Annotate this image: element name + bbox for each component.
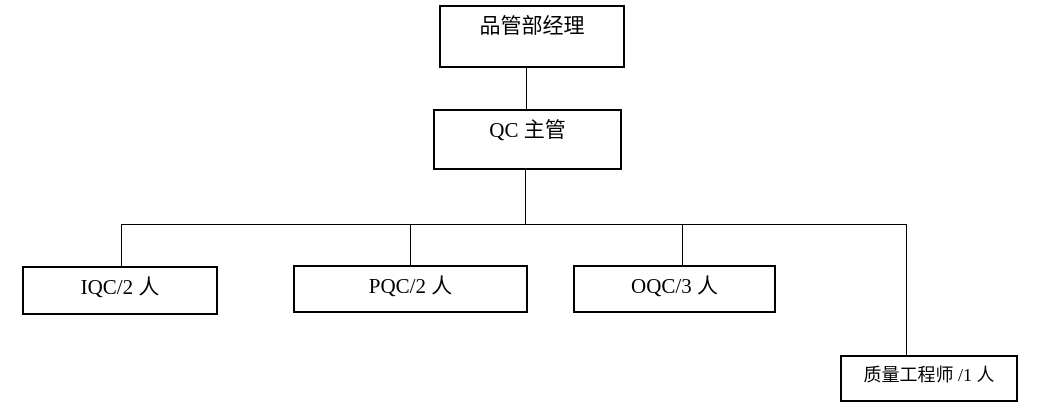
connector-bar-to-quality-engineer xyxy=(906,224,907,355)
connector-qc-to-branch-bar xyxy=(525,170,526,225)
org-node-oqc: OQC/3 人 xyxy=(573,265,776,313)
org-node-qc-supervisor-label: QC 主管 xyxy=(489,118,566,142)
connector-bar-to-iqc xyxy=(121,224,122,266)
org-node-quality-engineer: 质量工程师 /1 人 xyxy=(840,355,1018,402)
org-node-manager-label: 品管部经理 xyxy=(479,14,585,38)
org-node-qc-supervisor: QC 主管 xyxy=(433,109,622,170)
org-node-oqc-label: OQC/3 人 xyxy=(631,274,718,298)
org-node-pqc: PQC/2 人 xyxy=(293,265,528,313)
connector-bar-to-oqc xyxy=(682,224,683,265)
org-node-quality-engineer-label: 质量工程师 /1 人 xyxy=(863,365,995,385)
org-node-pqc-label: PQC/2 人 xyxy=(368,274,453,298)
connector-branch-bar xyxy=(121,224,907,225)
org-node-iqc-label: IQC/2 人 xyxy=(80,275,160,299)
connector-manager-to-qc xyxy=(526,68,527,109)
connector-bar-to-pqc xyxy=(410,224,411,265)
org-node-iqc: IQC/2 人 xyxy=(22,266,218,315)
org-node-manager: 品管部经理 xyxy=(439,5,625,68)
